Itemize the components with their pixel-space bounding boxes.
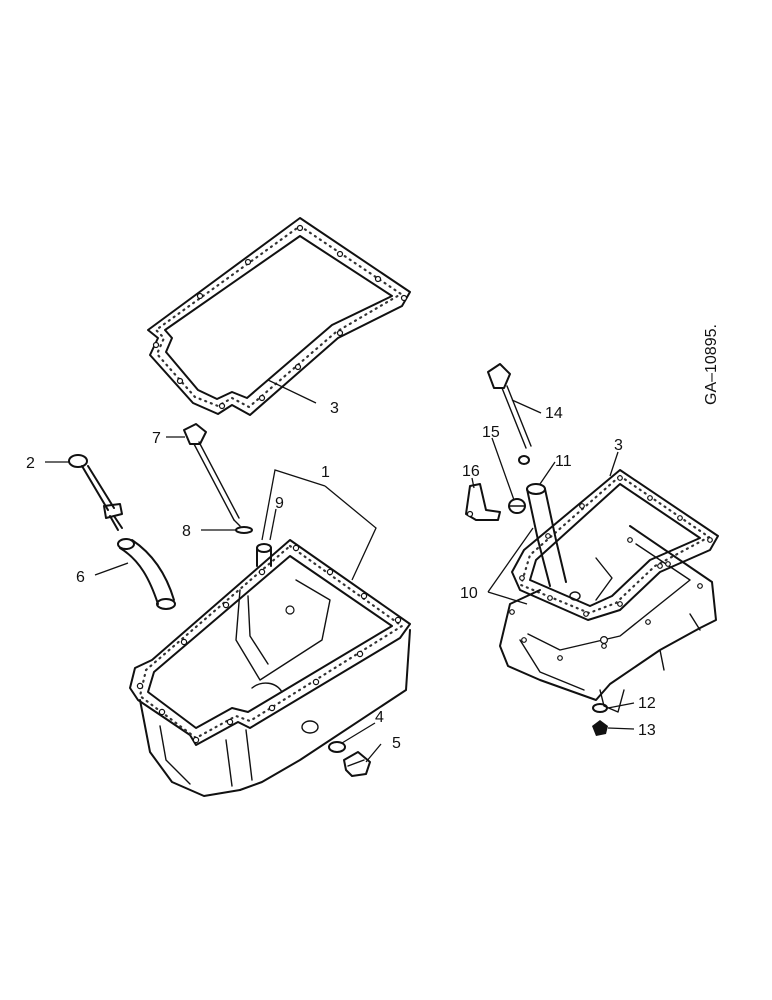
callout-15: 15 xyxy=(482,424,500,441)
dipstick-assembly xyxy=(68,454,123,531)
oil-fill-hose xyxy=(117,538,176,610)
callout-9: 9 xyxy=(275,495,284,512)
callout-3-upper: 3 xyxy=(330,400,339,417)
callout-6: 6 xyxy=(76,569,85,586)
callout-4: 4 xyxy=(375,709,384,726)
callout-1: 1 xyxy=(321,464,330,481)
callout-5: 5 xyxy=(392,735,401,752)
oil-pan-gasket-upper xyxy=(147,217,411,416)
callout-8: 8 xyxy=(182,523,191,540)
figure-code: GA–10895. xyxy=(703,324,720,405)
o-ring-small xyxy=(235,526,253,534)
callout-3-lower: 3 xyxy=(614,437,623,454)
oil-pan-gasket-lower xyxy=(511,469,719,621)
callout-13: 13 xyxy=(638,722,656,739)
clamp-cap xyxy=(508,498,526,514)
plug-right xyxy=(592,720,608,736)
callout-11: 11 xyxy=(555,453,572,470)
oil-pan-right xyxy=(499,525,717,713)
callout-12: 12 xyxy=(638,695,656,712)
dipstick-right xyxy=(487,363,532,465)
callout-2: 2 xyxy=(26,455,35,472)
callout-labels: 1 2 3 3 4 5 6 7 8 9 10 11 12 13 14 15 16 xyxy=(26,400,656,752)
filler-tube xyxy=(526,483,567,587)
callout-16: 16 xyxy=(462,463,480,480)
callout-10: 10 xyxy=(460,585,478,602)
oil-pan-left xyxy=(129,539,411,797)
callout-7: 7 xyxy=(152,430,161,447)
bracket xyxy=(465,483,501,521)
sealing-ring xyxy=(592,703,608,713)
drain-plug xyxy=(343,751,371,777)
dipstick xyxy=(183,423,241,527)
drain-washer xyxy=(328,741,346,753)
dipstick-guide-tube xyxy=(256,543,272,567)
callout-14: 14 xyxy=(545,405,563,422)
leader-lines xyxy=(45,379,635,763)
